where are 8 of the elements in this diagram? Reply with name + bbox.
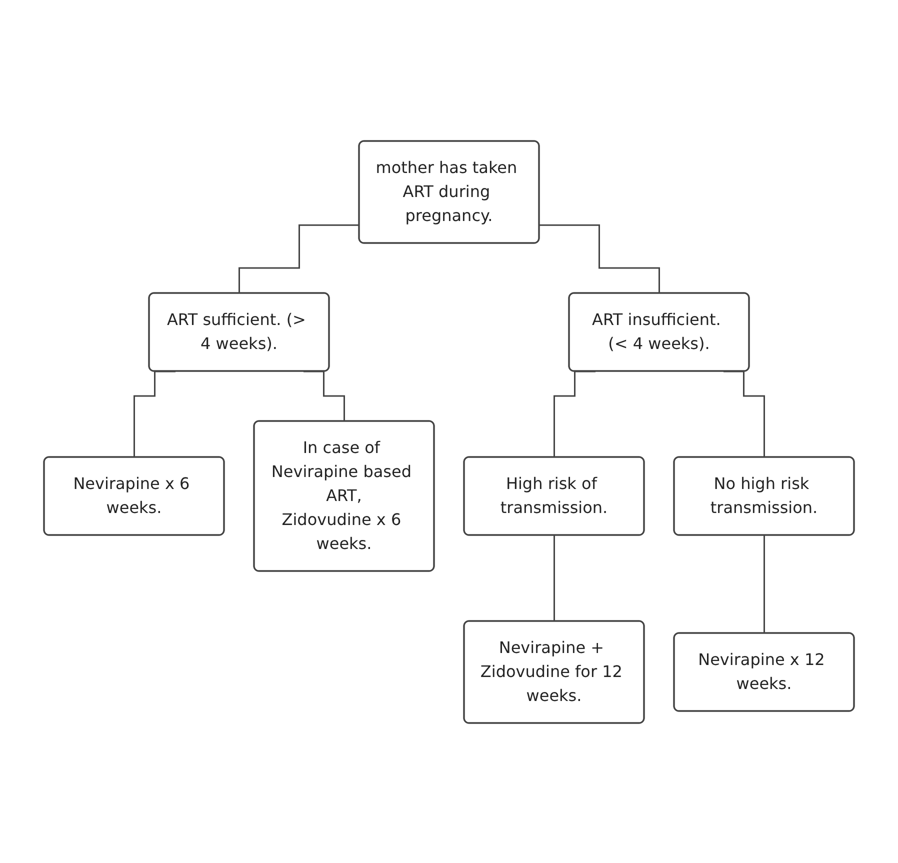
connector: [238, 224, 360, 294]
connector: [764, 534, 766, 634]
connector: [554, 370, 596, 458]
connector: [134, 370, 176, 458]
connector: [723, 370, 766, 458]
connector: [303, 370, 346, 422]
connector: [554, 534, 556, 622]
connector: [540, 224, 660, 294]
